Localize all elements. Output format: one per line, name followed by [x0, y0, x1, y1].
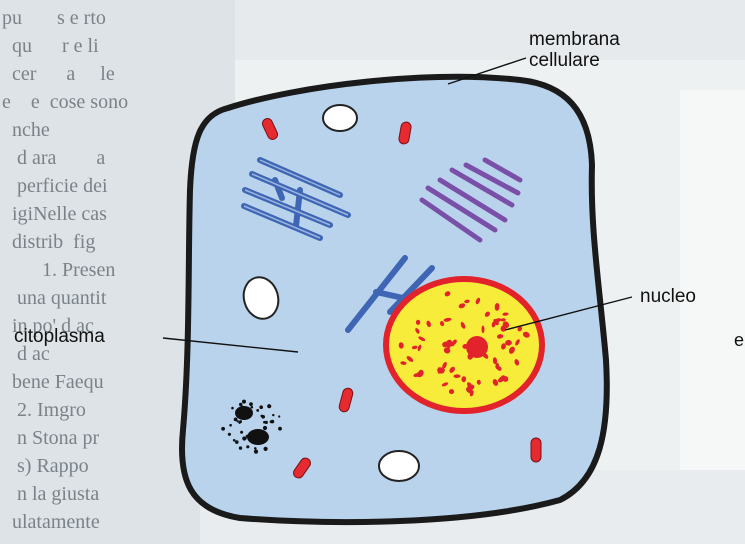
- chromatin-speck: [449, 389, 454, 394]
- granule-dot: [229, 424, 232, 427]
- granule-dot: [263, 426, 267, 430]
- membrane-label-line1: membrana: [529, 29, 620, 50]
- granule-dot: [258, 435, 261, 438]
- chromatin-speck: [416, 320, 420, 325]
- nucleolus: [466, 336, 488, 358]
- granule-dot: [228, 433, 231, 436]
- granule-dot: [256, 409, 259, 412]
- granule-dot: [271, 420, 275, 424]
- granule-dot: [240, 431, 243, 434]
- mitochondrion: [531, 438, 541, 462]
- granule-dot: [238, 422, 240, 424]
- granule-dot: [264, 447, 268, 451]
- granule-dot: [254, 447, 257, 450]
- granule-dot: [254, 450, 258, 454]
- granule-dot: [251, 406, 254, 409]
- vacuole: [323, 105, 357, 131]
- granule-dot: [272, 414, 274, 416]
- granule-dot: [231, 407, 234, 410]
- granule-dot: [221, 427, 225, 431]
- granule-dot: [250, 439, 254, 443]
- granule-dot: [239, 446, 242, 449]
- granule-dot: [248, 412, 252, 416]
- vacuole: [379, 451, 419, 481]
- granule-dot: [235, 440, 239, 444]
- granule-dot: [241, 406, 244, 409]
- granule-dot: [244, 437, 247, 440]
- nucleus-label: nucleo: [640, 286, 696, 307]
- granule-dot: [246, 445, 249, 448]
- granule-dot: [267, 404, 271, 408]
- granule-dot: [233, 439, 236, 442]
- membrane-label-line2: cellulare: [529, 50, 600, 71]
- granule-dot: [249, 402, 253, 406]
- granule-dot: [278, 427, 282, 431]
- granule-dot: [242, 400, 246, 404]
- nucleus: [386, 279, 542, 411]
- granule-dot: [263, 421, 266, 424]
- granule-dot: [261, 415, 265, 419]
- granule-dot: [278, 415, 280, 417]
- edge-fragment-char: e: [734, 330, 744, 351]
- granule-dot: [259, 405, 263, 409]
- granule-dot: [234, 418, 238, 422]
- cytoplasm-label: citoplasma: [14, 326, 105, 347]
